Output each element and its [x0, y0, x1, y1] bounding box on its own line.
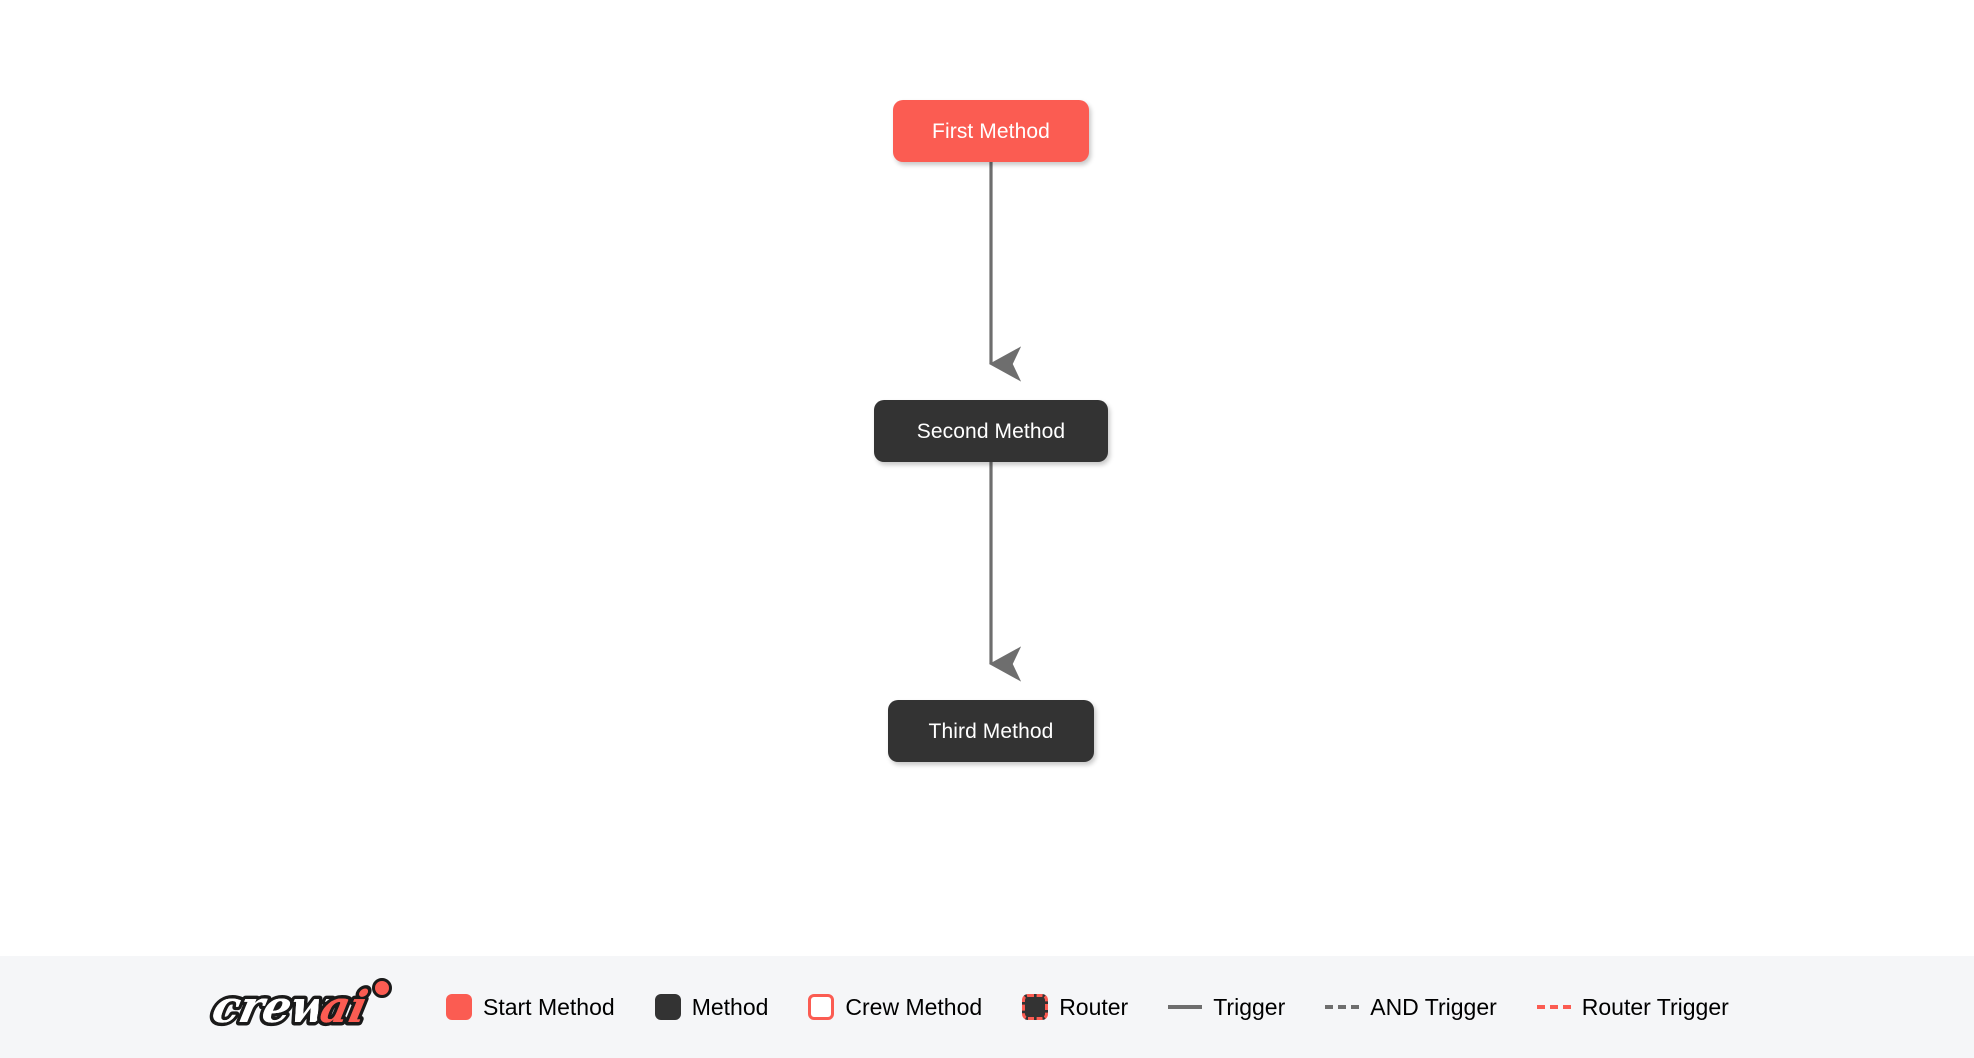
- start-method-swatch-icon: [446, 994, 472, 1020]
- legend-item-trigger: Trigger: [1168, 993, 1286, 1020]
- crew-method-swatch-icon: [808, 994, 835, 1020]
- legend-item-and-trigger: AND Trigger: [1325, 993, 1497, 1020]
- legend-item-crew-method: Crew Method: [808, 994, 982, 1020]
- flow-node-first-method[interactable]: First Method: [893, 100, 1089, 162]
- flow-node-label: Second Method: [916, 419, 1066, 443]
- legend-item-label: AND Trigger: [1370, 993, 1497, 1020]
- legend-item-label: Crew Method: [845, 993, 983, 1020]
- method-swatch-icon: [654, 994, 681, 1020]
- svg-text:crew: crew: [208, 981, 336, 1032]
- legend-item-router-trigger: Router Trigger: [1536, 993, 1729, 1020]
- legend-item-label: Router: [1059, 993, 1129, 1020]
- legend-item-router: Router: [1022, 994, 1128, 1020]
- legend-item-label: Router Trigger: [1581, 993, 1729, 1020]
- flow-node-second-method[interactable]: Second Method: [874, 400, 1108, 462]
- legend-item-label: Method: [691, 993, 769, 1020]
- legend-bar: crew crew ai ai Start Method Method Crew…: [0, 956, 1974, 1058]
- flow-canvas[interactable]: First Method Second Method Third Method: [0, 0, 1974, 956]
- router-swatch-icon: [1022, 994, 1049, 1020]
- legend-item-label: Start Method: [483, 993, 615, 1020]
- svg-text:crew: crew: [208, 981, 336, 1032]
- flow-node-third-method[interactable]: Third Method: [888, 700, 1094, 762]
- router-trigger-line-icon: [1536, 1005, 1571, 1009]
- trigger-line-icon: [1168, 1005, 1203, 1009]
- crewai-logo-icon: crew crew ai ai: [204, 978, 392, 1036]
- svg-text:ai: ai: [316, 981, 372, 1032]
- flow-node-label: First Method: [932, 119, 1050, 143]
- and-trigger-line-icon: [1325, 1005, 1360, 1009]
- svg-text:ai: ai: [316, 981, 372, 1032]
- legend-item-label: Trigger: [1213, 993, 1286, 1020]
- flow-node-label: Third Method: [928, 719, 1054, 743]
- legend-item-start-method: Start Method: [446, 994, 615, 1020]
- legend-item-method: Method: [654, 993, 769, 1020]
